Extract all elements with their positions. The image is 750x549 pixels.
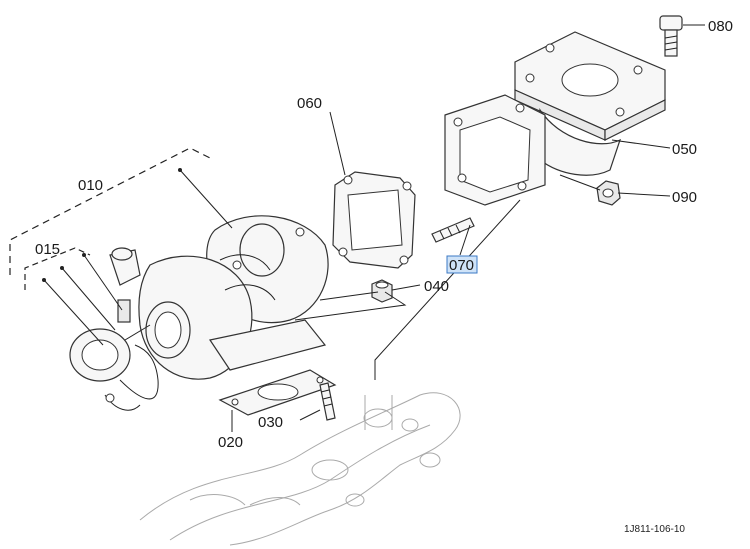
leader-lines	[43, 24, 705, 432]
stud-030	[319, 382, 336, 421]
stud-070	[431, 217, 475, 243]
assembly-brackets	[9, 147, 211, 290]
bolt-080	[659, 15, 683, 57]
callout-020: 020	[218, 434, 243, 451]
callout-labels: 080 050 060 090 010 015 070 040 030 020 …	[35, 18, 733, 535]
callout-010: 010	[78, 177, 103, 194]
exhaust-elbow-050	[444, 31, 666, 206]
callout-070: 070	[449, 257, 474, 274]
callout-040: 040	[424, 278, 449, 295]
nut-040	[371, 279, 393, 303]
gasket-060	[332, 171, 416, 269]
callout-030: 030	[258, 414, 283, 431]
turbocharger-010	[109, 215, 329, 380]
exhaust-manifold-ghost	[139, 392, 461, 546]
drawing-code: 1J811-106-10	[624, 524, 685, 535]
callout-090: 090	[672, 189, 697, 206]
gasket-020	[218, 369, 337, 416]
callout-060: 060	[297, 95, 322, 112]
nut-090	[596, 180, 621, 206]
callout-080: 080	[708, 18, 733, 35]
actuator-015	[69, 299, 159, 411]
callout-070-highlight	[446, 255, 478, 274]
callout-015: 015	[35, 241, 60, 258]
callout-050: 050	[672, 141, 697, 158]
